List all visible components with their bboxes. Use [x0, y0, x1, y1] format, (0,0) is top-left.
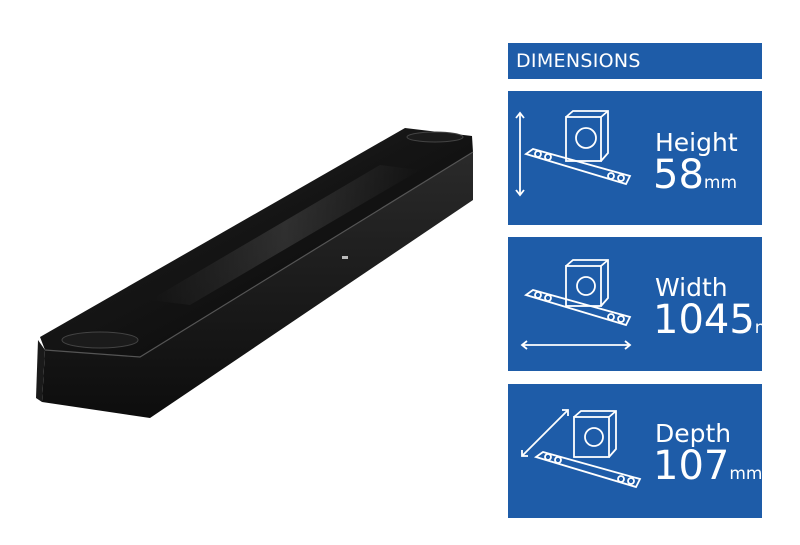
height-label: Height [655, 128, 738, 157]
soundbar-product-image [36, 128, 474, 418]
width-dimension-icon [520, 259, 632, 350]
width-panel: Width 1045mm [508, 237, 788, 371]
height-value: 58mm [653, 155, 737, 203]
depth-value: 107mm [653, 446, 762, 494]
depth-number: 107 [653, 443, 730, 489]
depth-dimension-icon [521, 409, 642, 489]
height-panel: Height 58mm [508, 91, 762, 225]
height-number: 58 [653, 152, 704, 198]
width-unit: mm [754, 318, 788, 338]
dimensions-title: DIMENSIONS [516, 50, 641, 72]
depth-label: Depth [655, 419, 732, 448]
dimensions-header: DIMENSIONS [508, 43, 762, 79]
depth-panel: Depth 107mm [508, 384, 762, 518]
width-value: 1045mm [653, 300, 788, 348]
height-dimension-icon [515, 110, 632, 197]
width-label: Width [655, 273, 728, 302]
depth-unit: mm [729, 464, 763, 484]
width-number: 1045 [653, 297, 755, 343]
height-unit: mm [703, 173, 738, 193]
